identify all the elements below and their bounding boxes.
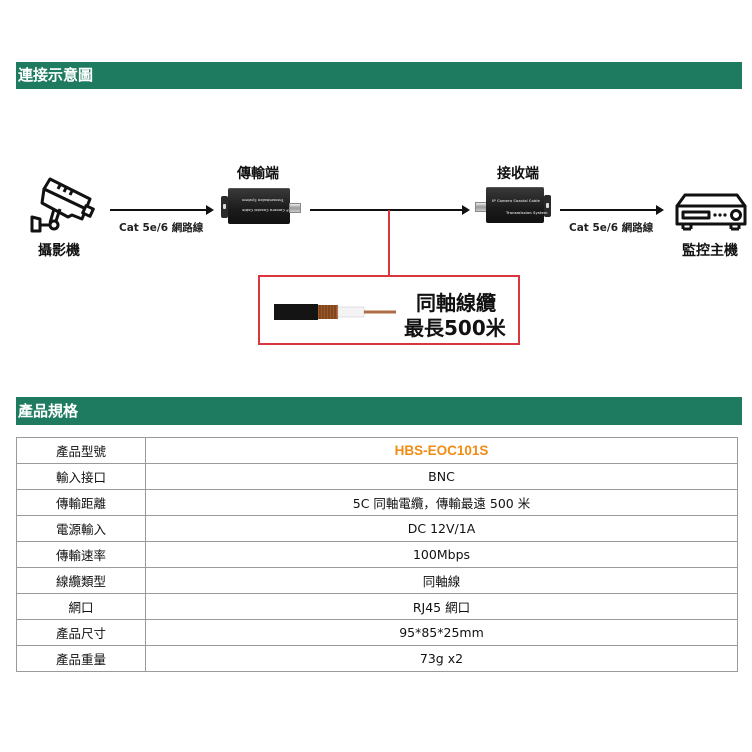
table-row: 網口 RJ45 網口: [16, 593, 738, 620]
arrow-camera-to-transmitter: [110, 205, 214, 215]
coax-title-line1: 同軸線纜: [416, 291, 496, 315]
coax-connector-line: [388, 210, 390, 276]
spec-key: 產品尺寸: [16, 619, 146, 646]
receiver-label: 接收端: [497, 166, 539, 182]
cable-left-label: Cat 5e/6 網路線: [119, 222, 204, 234]
spec-key: 產品型號: [16, 437, 146, 464]
cable-right-label: Cat 5e/6 網路線: [569, 222, 654, 234]
spec-key: 電源輸入: [16, 515, 146, 542]
table-row: 線纜類型 同軸線: [16, 567, 738, 594]
coax-cable-icon: [274, 304, 396, 320]
table-row: 輸入接口 BNC: [16, 463, 738, 490]
spec-value: 同軸線: [145, 567, 738, 594]
spec-value: DC 12V/1A: [145, 515, 738, 542]
connection-diagram-header: 連接示意圖: [16, 62, 742, 89]
table-row: 傳輸速率 100Mbps: [16, 541, 738, 568]
spec-value: RJ45 網口: [145, 593, 738, 620]
spec-key: 傳輸速率: [16, 541, 146, 568]
spec-value: 5C 同軸電纜，傳輸最遠 500 米: [145, 489, 738, 516]
transmitter-device: Transmission System IP Camera Coaxial Ca…: [221, 188, 290, 224]
transmitter-label: 傳輸端: [237, 166, 279, 182]
spec-key: 傳輸距離: [16, 489, 146, 516]
coax-title-line2: 最長500米: [404, 316, 506, 340]
receiver-device: IP Camera Coaxial Cable Transmission Sys…: [486, 187, 551, 223]
spec-value: BNC: [145, 463, 738, 490]
spec-value-model: HBS-EOC101S: [145, 437, 738, 464]
spec-table: 產品型號 HBS-EOC101S 輸入接口 BNC 傳輸距離 5C 同軸電纜，傳…: [16, 437, 738, 672]
camera-label: 攝影機: [38, 243, 80, 259]
product-spec-header: 產品規格: [16, 397, 742, 425]
table-row: 產品重量 73g x2: [16, 645, 738, 672]
table-row: 電源輸入 DC 12V/1A: [16, 515, 738, 542]
nvr-recorder-icon: [675, 193, 747, 231]
connection-diagram: 攝影機 Cat 5e/6 網路線 傳輸端 Transmission System…: [0, 100, 752, 360]
table-row: 產品尺寸 95*85*25mm: [16, 619, 738, 646]
coax-cable-box: 同軸線纜 最長500米: [258, 275, 520, 345]
spec-value: 73g x2: [145, 645, 738, 672]
security-camera-icon: [30, 177, 95, 233]
spec-value: 95*85*25mm: [145, 619, 738, 646]
spec-key: 線纜類型: [16, 567, 146, 594]
spec-value: 100Mbps: [145, 541, 738, 568]
transmitter-bnc-connector: [289, 203, 301, 213]
spec-key: 輸入接口: [16, 463, 146, 490]
arrow-receiver-to-nvr: [560, 205, 664, 215]
table-row: 產品型號 HBS-EOC101S: [16, 437, 738, 464]
spec-key: 網口: [16, 593, 146, 620]
spec-key: 產品重量: [16, 645, 146, 672]
table-row: 傳輸距離 5C 同軸電纜，傳輸最遠 500 米: [16, 489, 738, 516]
nvr-label: 監控主機: [682, 243, 738, 259]
